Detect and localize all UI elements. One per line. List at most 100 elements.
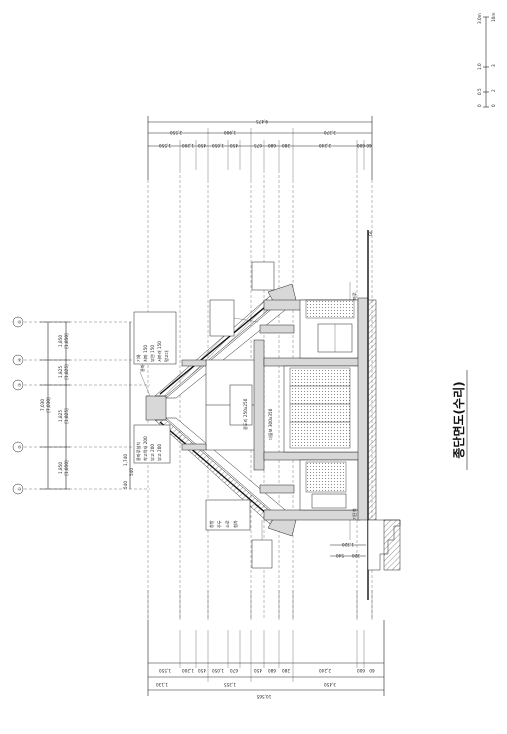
wall-panels bbox=[283, 299, 361, 511]
ground-note: GL bbox=[368, 230, 373, 236]
lower-column bbox=[263, 509, 361, 521]
left-part-alt-2: [1,825] bbox=[64, 408, 69, 424]
bottom-seg-1: 3,450 bbox=[324, 682, 336, 687]
right-dim-2: 320 bbox=[352, 553, 360, 558]
svg-text:부고 200: 부고 200 bbox=[150, 444, 156, 461]
lower-bracket bbox=[259, 484, 295, 494]
bottom-sub-6: 680 bbox=[268, 668, 276, 673]
svg-text:④: ④ bbox=[17, 358, 22, 362]
right-dimension-chain: 1,320 540 320 bbox=[330, 542, 366, 558]
floor-slab bbox=[357, 297, 369, 521]
left-part-3: 1,850 bbox=[58, 462, 63, 474]
top-sub-9: 600 bbox=[357, 143, 365, 148]
svg-text:소로: 소로 bbox=[225, 520, 230, 528]
top-sub-1: 1,200 bbox=[182, 143, 194, 148]
left-total-alt: [7,030] bbox=[46, 397, 51, 413]
bottom-sub-5: 450 bbox=[254, 668, 262, 673]
annotations: 용마루 설치(25cm) 기와 처마 150 부연 150 서까래 150 평고… bbox=[133, 230, 373, 569]
svg-text:주두: 주두 bbox=[217, 520, 223, 528]
center-note: 종도리 250x250 bbox=[242, 398, 249, 430]
bottom-sub-3: 1,050 bbox=[212, 668, 224, 673]
top-sub-5: 675 bbox=[254, 143, 262, 148]
svg-text:②: ② bbox=[17, 445, 22, 449]
scale-tick-1: 0.5 bbox=[477, 88, 482, 95]
top-sub-6: 680 bbox=[268, 143, 276, 148]
bottom-overall-dim: 10,565 bbox=[256, 694, 271, 699]
drawing-title: 종단면도(수리) bbox=[451, 370, 468, 470]
grid-bubble-2 bbox=[12, 441, 24, 453]
bottom-dimension-chain: 10,565 1,130 3,450 1,355 1,550 1,200 450… bbox=[147, 620, 385, 699]
svg-text:부고 200: 부고 200 bbox=[157, 444, 163, 461]
center-column-2 bbox=[263, 451, 361, 461]
bottom-sub-8: 2,240 bbox=[319, 668, 331, 673]
left-part-alt-1: [1,825] bbox=[64, 364, 69, 380]
top-sub-10: 60 bbox=[366, 143, 372, 148]
top-sub-7: 280 bbox=[282, 143, 290, 148]
panel-lower-lattice bbox=[305, 461, 347, 493]
left-dimension-chain: 7,030 [7,030] 1,850 [1,850] 1,825 [1,825… bbox=[40, 321, 134, 490]
svg-text:용마루설치: 용마루설치 bbox=[135, 442, 142, 461]
left-small-0: 1,740 bbox=[123, 454, 128, 466]
top-sub-2: 450 bbox=[198, 143, 206, 148]
grid-bubble-3 bbox=[12, 379, 24, 391]
lower-note-box bbox=[133, 424, 171, 464]
ridge-block bbox=[145, 395, 167, 421]
right-dim-0: 1,320 bbox=[342, 542, 354, 547]
upper-right-notes bbox=[209, 299, 235, 337]
svg-text:평고대: 평고대 bbox=[163, 350, 170, 362]
svg-text:서까래 150: 서까래 150 bbox=[156, 341, 163, 362]
level-markers bbox=[147, 590, 373, 620]
center-note-2: 대들보 300x350 bbox=[267, 408, 274, 440]
left-small-1: 540 bbox=[123, 481, 128, 489]
scale-tick-2: 1.0 bbox=[477, 63, 482, 70]
bottom-sub-2: 450 bbox=[198, 668, 206, 673]
svg-text:①: ① bbox=[17, 487, 22, 491]
bottom-sub-4: 670 bbox=[230, 668, 238, 673]
foundation-note: 기단석 bbox=[351, 508, 358, 520]
svg-text:창방: 창방 bbox=[208, 520, 214, 528]
floor-note: 마루 bbox=[351, 292, 358, 300]
bottom-seg-0: 1,130 bbox=[156, 682, 168, 687]
svg-text:착고막새 200: 착고막새 200 bbox=[142, 436, 149, 461]
bottom-sub-0: 1,550 bbox=[159, 668, 171, 673]
right-dim-1: 540 bbox=[336, 553, 344, 558]
scale-bar: 0 0.5 1.0 3.0m 0 2 3 10m bbox=[477, 13, 496, 108]
left-part-alt-0: [1,850] bbox=[64, 333, 69, 349]
frame-structure bbox=[181, 299, 361, 521]
grid-bubble-1 bbox=[12, 483, 24, 495]
lower-notes-box-2 bbox=[251, 539, 273, 569]
top-sub-0: 1,550 bbox=[159, 143, 171, 148]
scale-tick-0: 0 bbox=[477, 104, 482, 107]
left-total-dim: 7,030 bbox=[40, 399, 45, 411]
main-beam bbox=[253, 339, 265, 471]
scale-tick2-3: 10m bbox=[491, 13, 496, 22]
left-part-alt-3: [1,850] bbox=[64, 460, 69, 476]
svg-text:처마 150: 처마 150 bbox=[142, 345, 149, 362]
top-overall-dim: 9,475 bbox=[256, 119, 268, 124]
lower-purlin bbox=[181, 443, 207, 451]
left-part-1: 1,825 bbox=[58, 366, 63, 378]
top-seg-2: 3,370 bbox=[324, 130, 336, 135]
grid-line-bubbles: ⑤ ④ ③ ② ① bbox=[12, 316, 150, 495]
bottom-sub-7: 280 bbox=[282, 668, 290, 673]
svg-text:부연 150: 부연 150 bbox=[149, 345, 156, 362]
drawing-title-text: 종단면도(수리) bbox=[451, 381, 466, 458]
top-seg-1: 1,900 bbox=[224, 130, 236, 135]
svg-text:기와: 기와 bbox=[135, 354, 142, 362]
scale-tick-3: 3.0m bbox=[477, 13, 482, 24]
bottom-sub-1: 1,200 bbox=[182, 668, 194, 673]
top-sub-8: 2,240 bbox=[319, 143, 331, 148]
center-block bbox=[229, 384, 253, 426]
upper-bracket bbox=[259, 324, 295, 334]
svg-text:첨차: 첨차 bbox=[232, 520, 239, 528]
top-sub-4: 450 bbox=[230, 143, 238, 148]
ground-fill bbox=[367, 299, 377, 521]
left-part-2: 1,825 bbox=[58, 410, 63, 422]
center-column bbox=[263, 357, 361, 367]
scale-tick2-1: 2 bbox=[491, 89, 496, 92]
scale-tick2-0: 0 bbox=[491, 104, 496, 107]
svg-text:⑤: ⑤ bbox=[17, 320, 22, 324]
top-seg-0: 2,550 bbox=[170, 130, 182, 135]
left-part-0: 1,850 bbox=[58, 335, 63, 347]
